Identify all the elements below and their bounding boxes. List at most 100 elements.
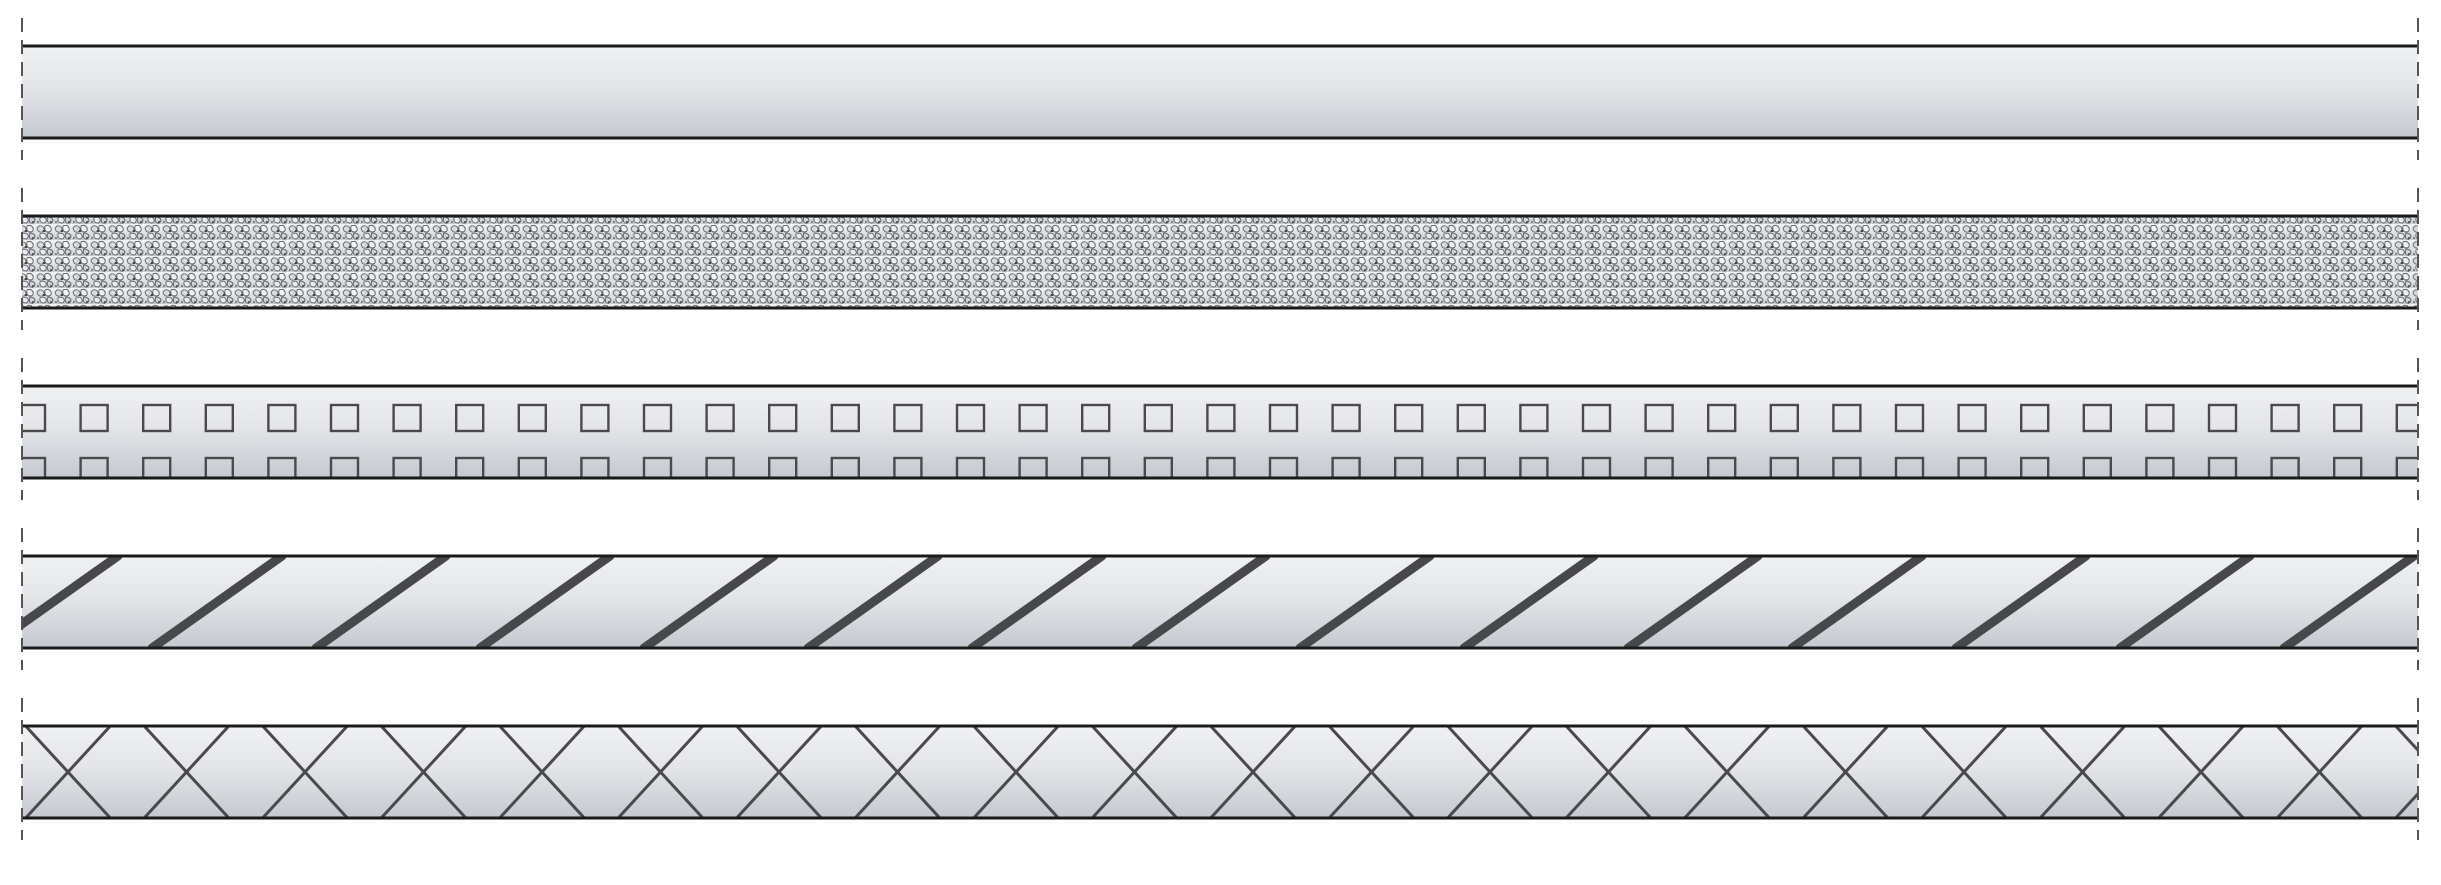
square-mark — [329, 403, 360, 433]
braid-strand — [142, 726, 231, 818]
spiral-stripe — [475, 556, 615, 648]
square-mark — [1581, 403, 1612, 433]
square-mark — [1644, 456, 1674, 478]
spiral-stripe — [639, 556, 779, 648]
spiral-stripe — [2279, 556, 2418, 648]
swatch-body — [22, 726, 2418, 818]
swatch-body — [22, 216, 2418, 308]
square-mark — [517, 403, 547, 433]
square-mark — [768, 403, 798, 433]
braid-strand — [1801, 726, 1890, 818]
square-mark — [1456, 403, 1487, 433]
square-mark — [517, 456, 547, 478]
square-mark — [1706, 403, 1737, 433]
square-mark — [580, 456, 610, 478]
square-mark — [830, 456, 860, 478]
braid-strand — [616, 726, 705, 818]
square-mark — [955, 403, 986, 433]
square-mark — [893, 403, 923, 433]
square-mark — [705, 403, 735, 433]
square-mark — [1393, 456, 1424, 478]
swatch-squares — [21, 358, 2419, 500]
square-mark — [2270, 403, 2300, 433]
square-mark — [2207, 403, 2238, 433]
square-mark — [2019, 456, 2050, 478]
braid-strand — [1682, 726, 1772, 818]
square-mark — [1268, 456, 1299, 478]
spiral-stripe — [1787, 556, 1927, 648]
square-mark — [2145, 403, 2175, 433]
square-mark — [2082, 403, 2113, 433]
spiral-stripe — [1131, 556, 1271, 648]
braid-strand — [23, 726, 113, 818]
square-mark — [1832, 456, 1862, 478]
square-mark — [893, 456, 923, 478]
spiral-stripe — [2115, 556, 2255, 648]
square-mark — [141, 456, 172, 478]
spiral-stripe — [22, 556, 123, 630]
square-mark — [1018, 403, 1048, 433]
square-mark — [1143, 403, 1174, 433]
braid-strand — [971, 726, 1061, 818]
square-mark — [2019, 403, 2050, 433]
square-mark — [1456, 456, 1487, 478]
square-mark — [2332, 456, 2363, 478]
square-mark — [1018, 456, 1048, 478]
braid-strand — [379, 726, 468, 818]
square-mark — [267, 403, 297, 433]
braid-strand — [2156, 726, 2246, 818]
braid-strand — [1564, 726, 1653, 818]
square-mark — [2270, 456, 2300, 478]
square-mark — [830, 403, 860, 433]
swatch-pattern — [23, 726, 2418, 818]
square-mark — [1519, 456, 1549, 478]
square-mark — [955, 456, 986, 478]
square-mark — [1393, 403, 1424, 433]
square-mark — [1832, 403, 1862, 433]
swatch-plain — [21, 18, 2419, 160]
square-mark — [2332, 403, 2363, 433]
square-mark — [79, 403, 109, 433]
square-mark — [2207, 456, 2238, 478]
spiral-stripe — [1951, 556, 2091, 648]
spiral-stripe — [967, 556, 1107, 648]
swatch-pattern — [22, 403, 2418, 478]
braid-strand — [1090, 726, 1179, 818]
square-mark — [642, 456, 673, 478]
spiral-stripe — [311, 556, 451, 648]
spiral-stripe — [803, 556, 943, 648]
spiral-stripe — [147, 556, 287, 648]
braid-strand — [2393, 726, 2418, 753]
braid-strand — [734, 726, 824, 818]
square-mark — [1519, 403, 1549, 433]
square-mark — [1331, 403, 1361, 433]
square-mark — [392, 456, 422, 478]
braid-strand — [1327, 726, 1416, 818]
square-mark — [768, 456, 798, 478]
square-mark — [1206, 456, 1236, 478]
square-mark — [329, 456, 360, 478]
square-mark — [204, 456, 235, 478]
swatch-textured — [21, 188, 2419, 330]
square-mark — [22, 403, 47, 433]
square-mark — [22, 456, 47, 478]
square-mark — [2082, 456, 2113, 478]
braid-strand — [2038, 726, 2127, 818]
braid-strand — [1445, 726, 1535, 818]
square-mark — [141, 403, 172, 433]
square-mark — [1331, 456, 1361, 478]
braid-strand — [260, 726, 350, 818]
square-mark — [705, 456, 735, 478]
square-mark — [79, 456, 109, 478]
square-mark — [1581, 456, 1612, 478]
square-mark — [2395, 456, 2418, 478]
square-mark — [1894, 456, 1925, 478]
swatch-body — [22, 46, 2418, 138]
braid-strand — [1208, 726, 1298, 818]
square-mark — [1644, 403, 1674, 433]
square-mark — [1080, 403, 1111, 433]
square-mark — [580, 403, 610, 433]
braid-strand — [2275, 726, 2364, 818]
square-mark — [2395, 403, 2418, 433]
